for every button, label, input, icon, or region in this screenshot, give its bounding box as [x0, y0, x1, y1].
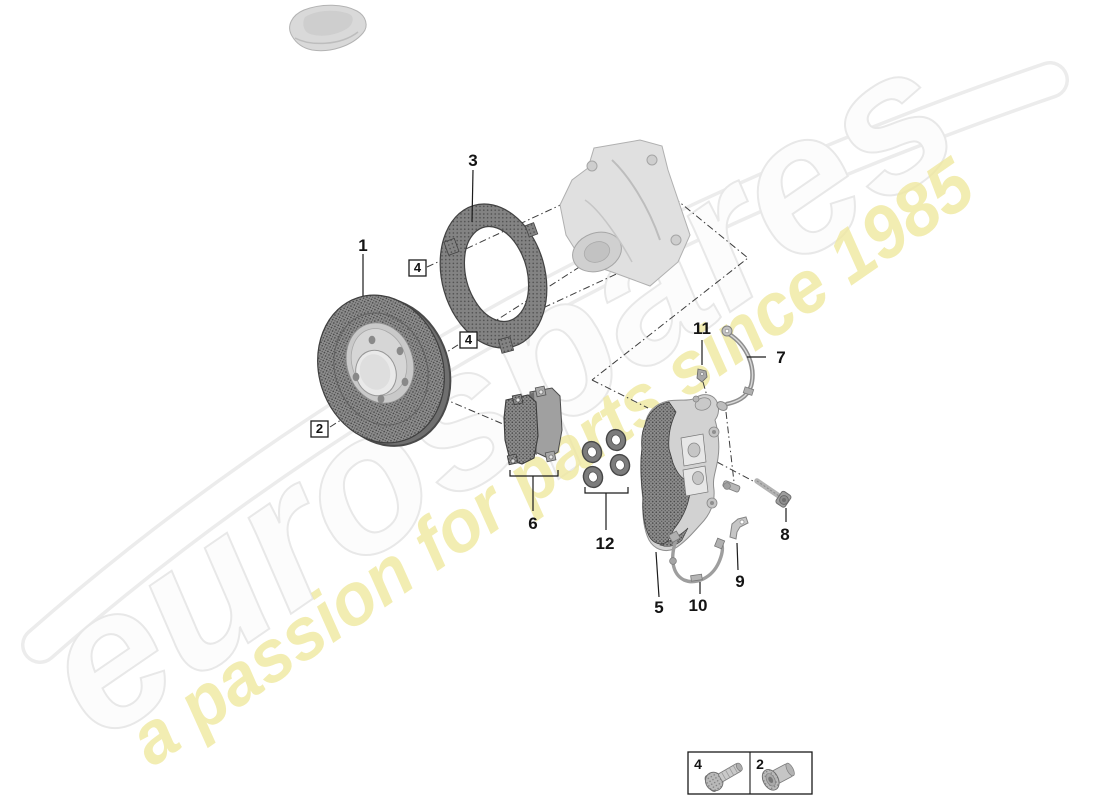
callout-5[interactable]: 5: [654, 598, 663, 617]
brake-hose: [716, 325, 755, 411]
leader-lines: [362, 169, 787, 598]
callout-2-label: 2: [316, 421, 323, 436]
callout-12[interactable]: 12: [596, 534, 615, 553]
car-silhouette: [289, 4, 367, 52]
seal-ring: [605, 428, 627, 452]
brake-disc-shield: [439, 203, 548, 354]
legend-cell-4-label: 4: [694, 756, 702, 772]
seal-ring: [609, 453, 631, 477]
retaining-bracket: [729, 516, 749, 540]
seal-ring: [581, 440, 603, 464]
callout-2-boxed[interactable]: 2: [310, 420, 329, 438]
caliper-guide-pin: [722, 480, 741, 493]
hose-clip: [696, 368, 708, 383]
callout-4b-boxed[interactable]: 4: [459, 331, 478, 349]
wheel-carrier: [559, 139, 691, 287]
callout-4b-label: 4: [465, 332, 473, 347]
wear-sensor-wire: [667, 530, 726, 584]
callout-8[interactable]: 8: [780, 525, 789, 544]
callout-4a-boxed[interactable]: 4: [408, 259, 427, 277]
legend-cell-2-label: 2: [756, 756, 764, 772]
seal-rings: [581, 428, 631, 489]
fastener-legend: 4 2: [687, 751, 813, 795]
wheel-hub-lug-holes: [352, 335, 409, 404]
callout-6[interactable]: 6: [528, 514, 537, 533]
brake-pads: [503, 385, 563, 466]
callouts: 1 3 5 6 7 8 9 10 11 12 2 4 4: [310, 151, 790, 617]
callout-4a-label: 4: [414, 260, 422, 275]
callout-1[interactable]: 1: [358, 236, 367, 255]
callout-3[interactable]: 3: [468, 151, 477, 170]
countersunk-flange-screw-icon: [761, 762, 795, 791]
callout-10[interactable]: 10: [689, 596, 708, 615]
seal-ring: [582, 465, 604, 489]
callout-9[interactable]: 9: [735, 572, 744, 591]
callout-11[interactable]: 11: [693, 319, 711, 338]
hex-head-bolt-icon: [704, 762, 743, 792]
callout-7[interactable]: 7: [776, 348, 785, 367]
legend-cell-2[interactable]: 2: [756, 756, 798, 793]
watermark-brand-text: eurospares: [0, 2, 993, 779]
brake-caliper: [640, 394, 720, 552]
legend-cell-4[interactable]: 4: [694, 756, 746, 794]
caliper-bolt: [754, 478, 792, 508]
brake-disc: [317, 294, 452, 447]
